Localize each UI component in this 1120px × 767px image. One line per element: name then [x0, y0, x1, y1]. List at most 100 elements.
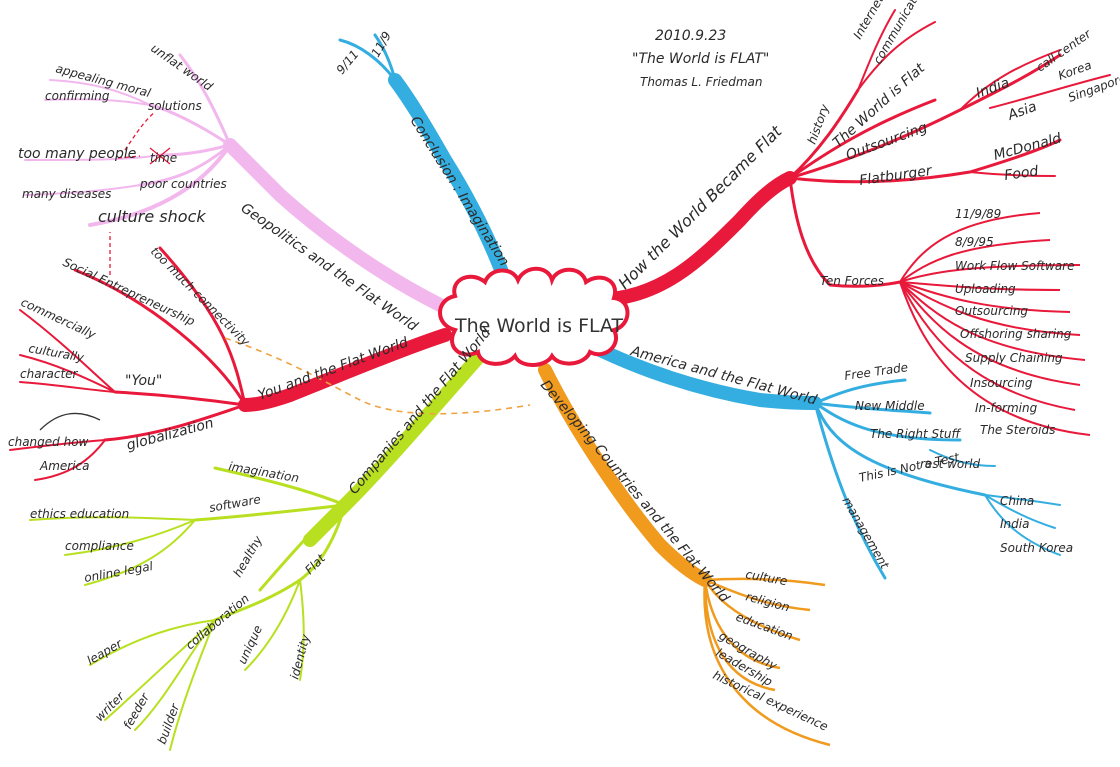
label-mcdonald: McDonald — [992, 130, 1063, 163]
label-poor-countries: poor countries — [139, 177, 227, 191]
branch-you-flat-world — [9, 246, 452, 481]
branch-china — [984, 494, 1061, 506]
label-software: software — [208, 492, 262, 515]
label-management: management — [839, 495, 892, 573]
branch-culture-shock — [88, 143, 232, 227]
label-unique: unique — [235, 623, 265, 666]
branch-the-world-is-flat — [788, 98, 937, 180]
branch-online-legal — [84, 519, 196, 586]
branch-south-korea — [984, 494, 1061, 556]
branch-leaper — [89, 619, 216, 666]
branch-india-america — [984, 494, 1056, 529]
label-developing-countries: Developing Countries and the Flat World — [537, 377, 732, 606]
branch-america-trunk — [583, 338, 822, 410]
label-imagination: imagination — [227, 459, 300, 485]
label-geopolitics: Geopolitics and the Flat World — [238, 200, 421, 335]
force-1: 11/9/89 — [955, 207, 1001, 221]
branch-healthy — [258, 503, 347, 592]
header-book-title: "The World is FLAT" — [632, 51, 769, 67]
branch-compliance — [64, 519, 196, 556]
force-4: Uploading — [955, 282, 1016, 296]
branch-unflat-world — [178, 53, 232, 147]
label-solutions: solutions — [148, 99, 202, 113]
branch-right-stuff — [813, 401, 962, 442]
branch-imagination — [213, 466, 347, 507]
label-ten-forces: Ten Forces — [820, 274, 884, 288]
branch-identity — [299, 579, 305, 681]
branch-geopolitics-trunk — [223, 138, 447, 312]
label-food: Food — [1003, 163, 1039, 184]
branch-eleven-nine — [373, 33, 397, 82]
label-you-quote: "You" — [125, 373, 162, 389]
branch-character — [19, 381, 116, 393]
branch-food — [969, 171, 1056, 177]
label-leaper: leaper — [85, 636, 126, 668]
label-india-america: India — [1000, 517, 1029, 531]
dashed-connector — [224, 337, 531, 415]
branch-you-quote — [113, 390, 247, 407]
header-date: 2010.9.23 — [655, 28, 726, 44]
label-right-stuff: The Right Stuff — [870, 427, 961, 441]
you-arrow — [39, 412, 101, 431]
branch-america-red — [34, 439, 106, 481]
label-rest-world: rest world — [920, 457, 981, 471]
branch-writer — [104, 619, 216, 721]
branch-solutions — [148, 103, 232, 147]
branch-communication — [857, 21, 936, 91]
label-changed-how: changed how — [8, 435, 89, 449]
developing-item-1: culture — [744, 567, 788, 588]
branch-internet — [857, 9, 896, 91]
developing-fan — [703, 577, 831, 747]
label-ethics-education: ethics education — [30, 507, 129, 521]
branch-companies — [29, 343, 492, 751]
label-conclusion: Conclusion : Imagination — [407, 114, 512, 269]
branch-ten-forces — [788, 176, 902, 288]
label-confirming: confirming — [45, 89, 110, 103]
branch-america-flat-world — [583, 338, 1061, 580]
center-node: The World is FLAT — [438, 266, 630, 367]
label-character: character — [20, 367, 79, 381]
force-7: Supply Chaining — [965, 351, 1063, 365]
branch-flatburger — [788, 138, 1062, 184]
center-cloud-shape — [438, 266, 630, 367]
force-3: Work Flow Software — [955, 259, 1074, 273]
label-too-much-connectivity: too much connectivity — [148, 244, 253, 349]
branch-free-trade — [813, 378, 907, 405]
force-6: Offshoring sharing — [960, 327, 1072, 341]
dashed-link-time — [117, 155, 141, 159]
label-feeder: feeder — [120, 690, 152, 732]
label-eleven-nine: 11/9 — [368, 29, 394, 59]
label-healthy: healthy — [230, 533, 265, 580]
force-2: 8/9/95 — [955, 235, 994, 249]
branch-new-middle — [813, 401, 932, 415]
branch-companies-trunk — [303, 343, 492, 547]
branch-outsourcing — [788, 53, 1062, 180]
branch-you-trunk — [238, 328, 452, 412]
branch-nine-eleven — [338, 38, 397, 82]
branch-developing-trunk — [538, 363, 712, 587]
label-nine-eleven: 9/11 — [334, 47, 362, 77]
label-time: time — [150, 151, 177, 165]
label-compliance: compliance — [65, 539, 134, 553]
label-online-legal: online legal — [83, 559, 154, 585]
label-india: India — [974, 75, 1012, 102]
force-9: In-forming — [975, 401, 1038, 415]
branch-conclusion-trunk — [388, 73, 512, 287]
branch-unique — [244, 579, 301, 671]
branch-not-a-test — [813, 401, 987, 497]
branch-commercially — [19, 309, 116, 393]
label-new-middle: New Middle — [855, 399, 925, 413]
branch-appealing — [49, 79, 151, 106]
branch-ethics — [29, 516, 196, 521]
label-flatburger: Flatburger — [858, 163, 934, 189]
label-culturally: culturally — [27, 341, 85, 365]
label-too-many-people: too many people — [18, 146, 136, 162]
developing-item-3: education — [734, 610, 795, 644]
branch-many-diseases — [24, 184, 141, 196]
developing-item-2: religion — [744, 589, 791, 614]
ten-forces-fan — [899, 212, 1091, 436]
branch-too-many-people — [24, 154, 161, 161]
header-author: Thomas L. Friedman — [640, 75, 763, 89]
branch-developing-countries — [538, 363, 831, 747]
